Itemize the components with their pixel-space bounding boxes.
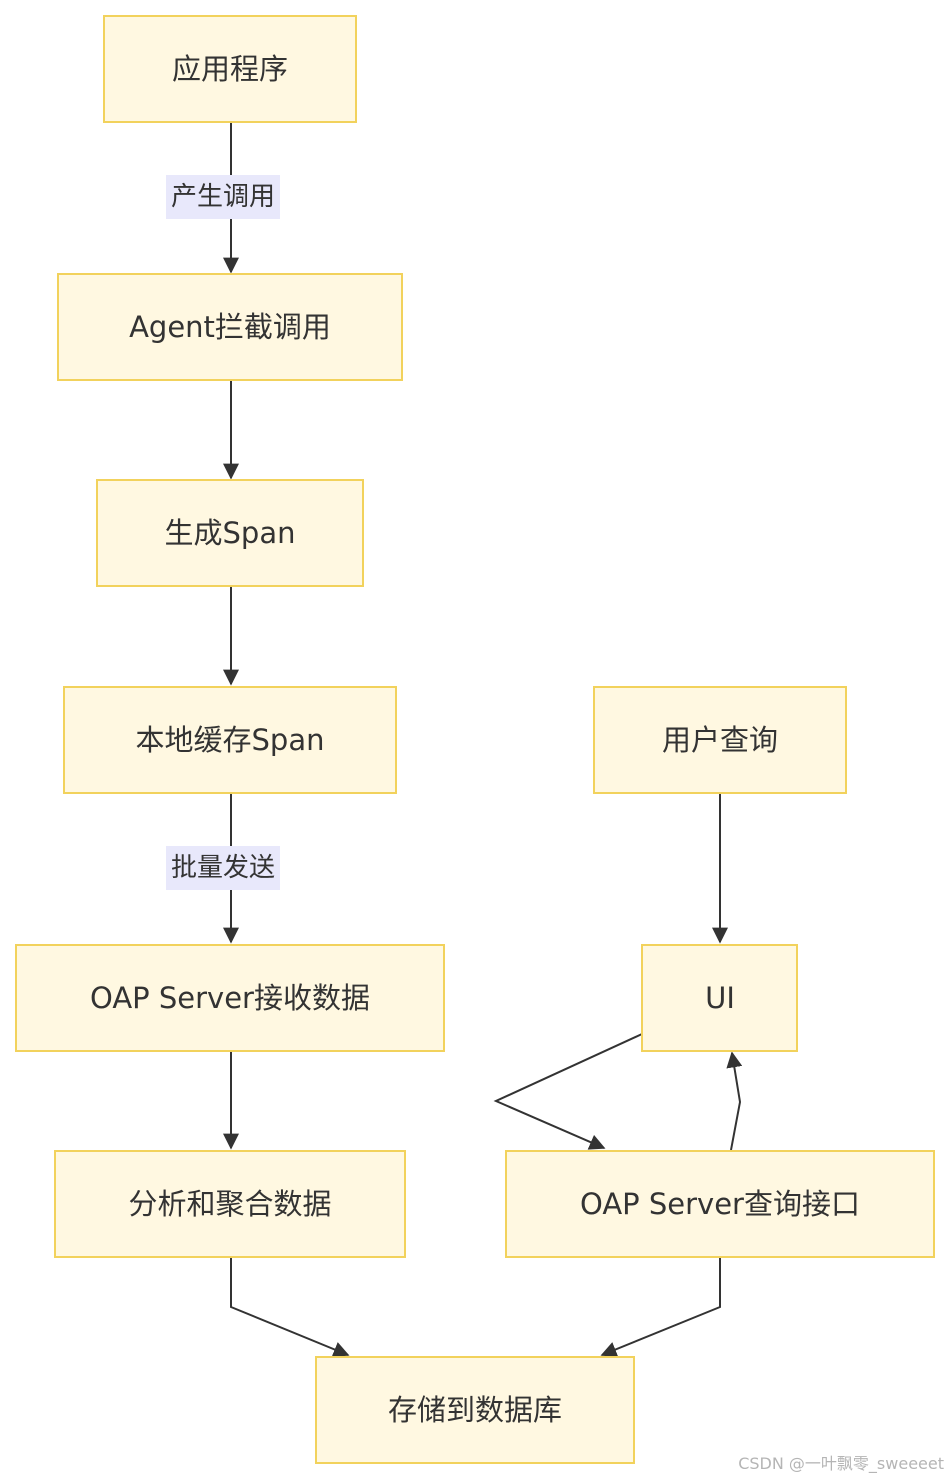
node-span: 生成Span: [96, 479, 364, 587]
edge-label-produce-call: 产生调用: [166, 175, 280, 219]
node-oap-query-label: OAP Server查询接口: [580, 1187, 860, 1221]
edge-label-batch-send-text: 批量发送: [171, 853, 275, 883]
edge-analyze-to-storage: [230, 1258, 350, 1357]
watermark: CSDN @一叶飘零_sweeeet: [738, 1454, 944, 1473]
edge-label-batch-send: 批量发送: [166, 846, 280, 890]
node-ui: UI: [641, 944, 798, 1052]
edges: [223, 123, 743, 1357]
node-app: 应用程序: [103, 15, 357, 123]
node-agent: Agent拦截调用: [57, 273, 403, 381]
node-span-label: 生成Span: [165, 516, 296, 550]
node-analyze-label: 分析和聚合数据: [128, 1187, 331, 1221]
node-oap-receive: OAP Server接收数据: [15, 944, 445, 1052]
node-user-query-label: 用户查询: [662, 723, 778, 757]
edge-ui-to-oap-query: [493, 1033, 643, 1150]
edge-oap-query-to-storage: [600, 1258, 721, 1357]
node-cache-label: 本地缓存Span: [136, 723, 325, 757]
node-analyze: 分析和聚合数据: [54, 1150, 406, 1258]
node-ui-label: UI: [705, 981, 735, 1015]
edge-oap-query-to-ui: [726, 1051, 743, 1151]
node-user-query: 用户查询: [593, 686, 847, 794]
node-agent-label: Agent拦截调用: [129, 310, 331, 344]
edge-label-produce-call-text: 产生调用: [171, 182, 275, 212]
node-oap-query: OAP Server查询接口: [505, 1150, 935, 1258]
node-cache: 本地缓存Span: [63, 686, 397, 794]
node-app-label: 应用程序: [172, 52, 288, 86]
node-storage: 存储到数据库: [315, 1356, 635, 1464]
node-oap-receive-label: OAP Server接收数据: [90, 981, 370, 1015]
node-storage-label: 存储到数据库: [388, 1393, 562, 1427]
